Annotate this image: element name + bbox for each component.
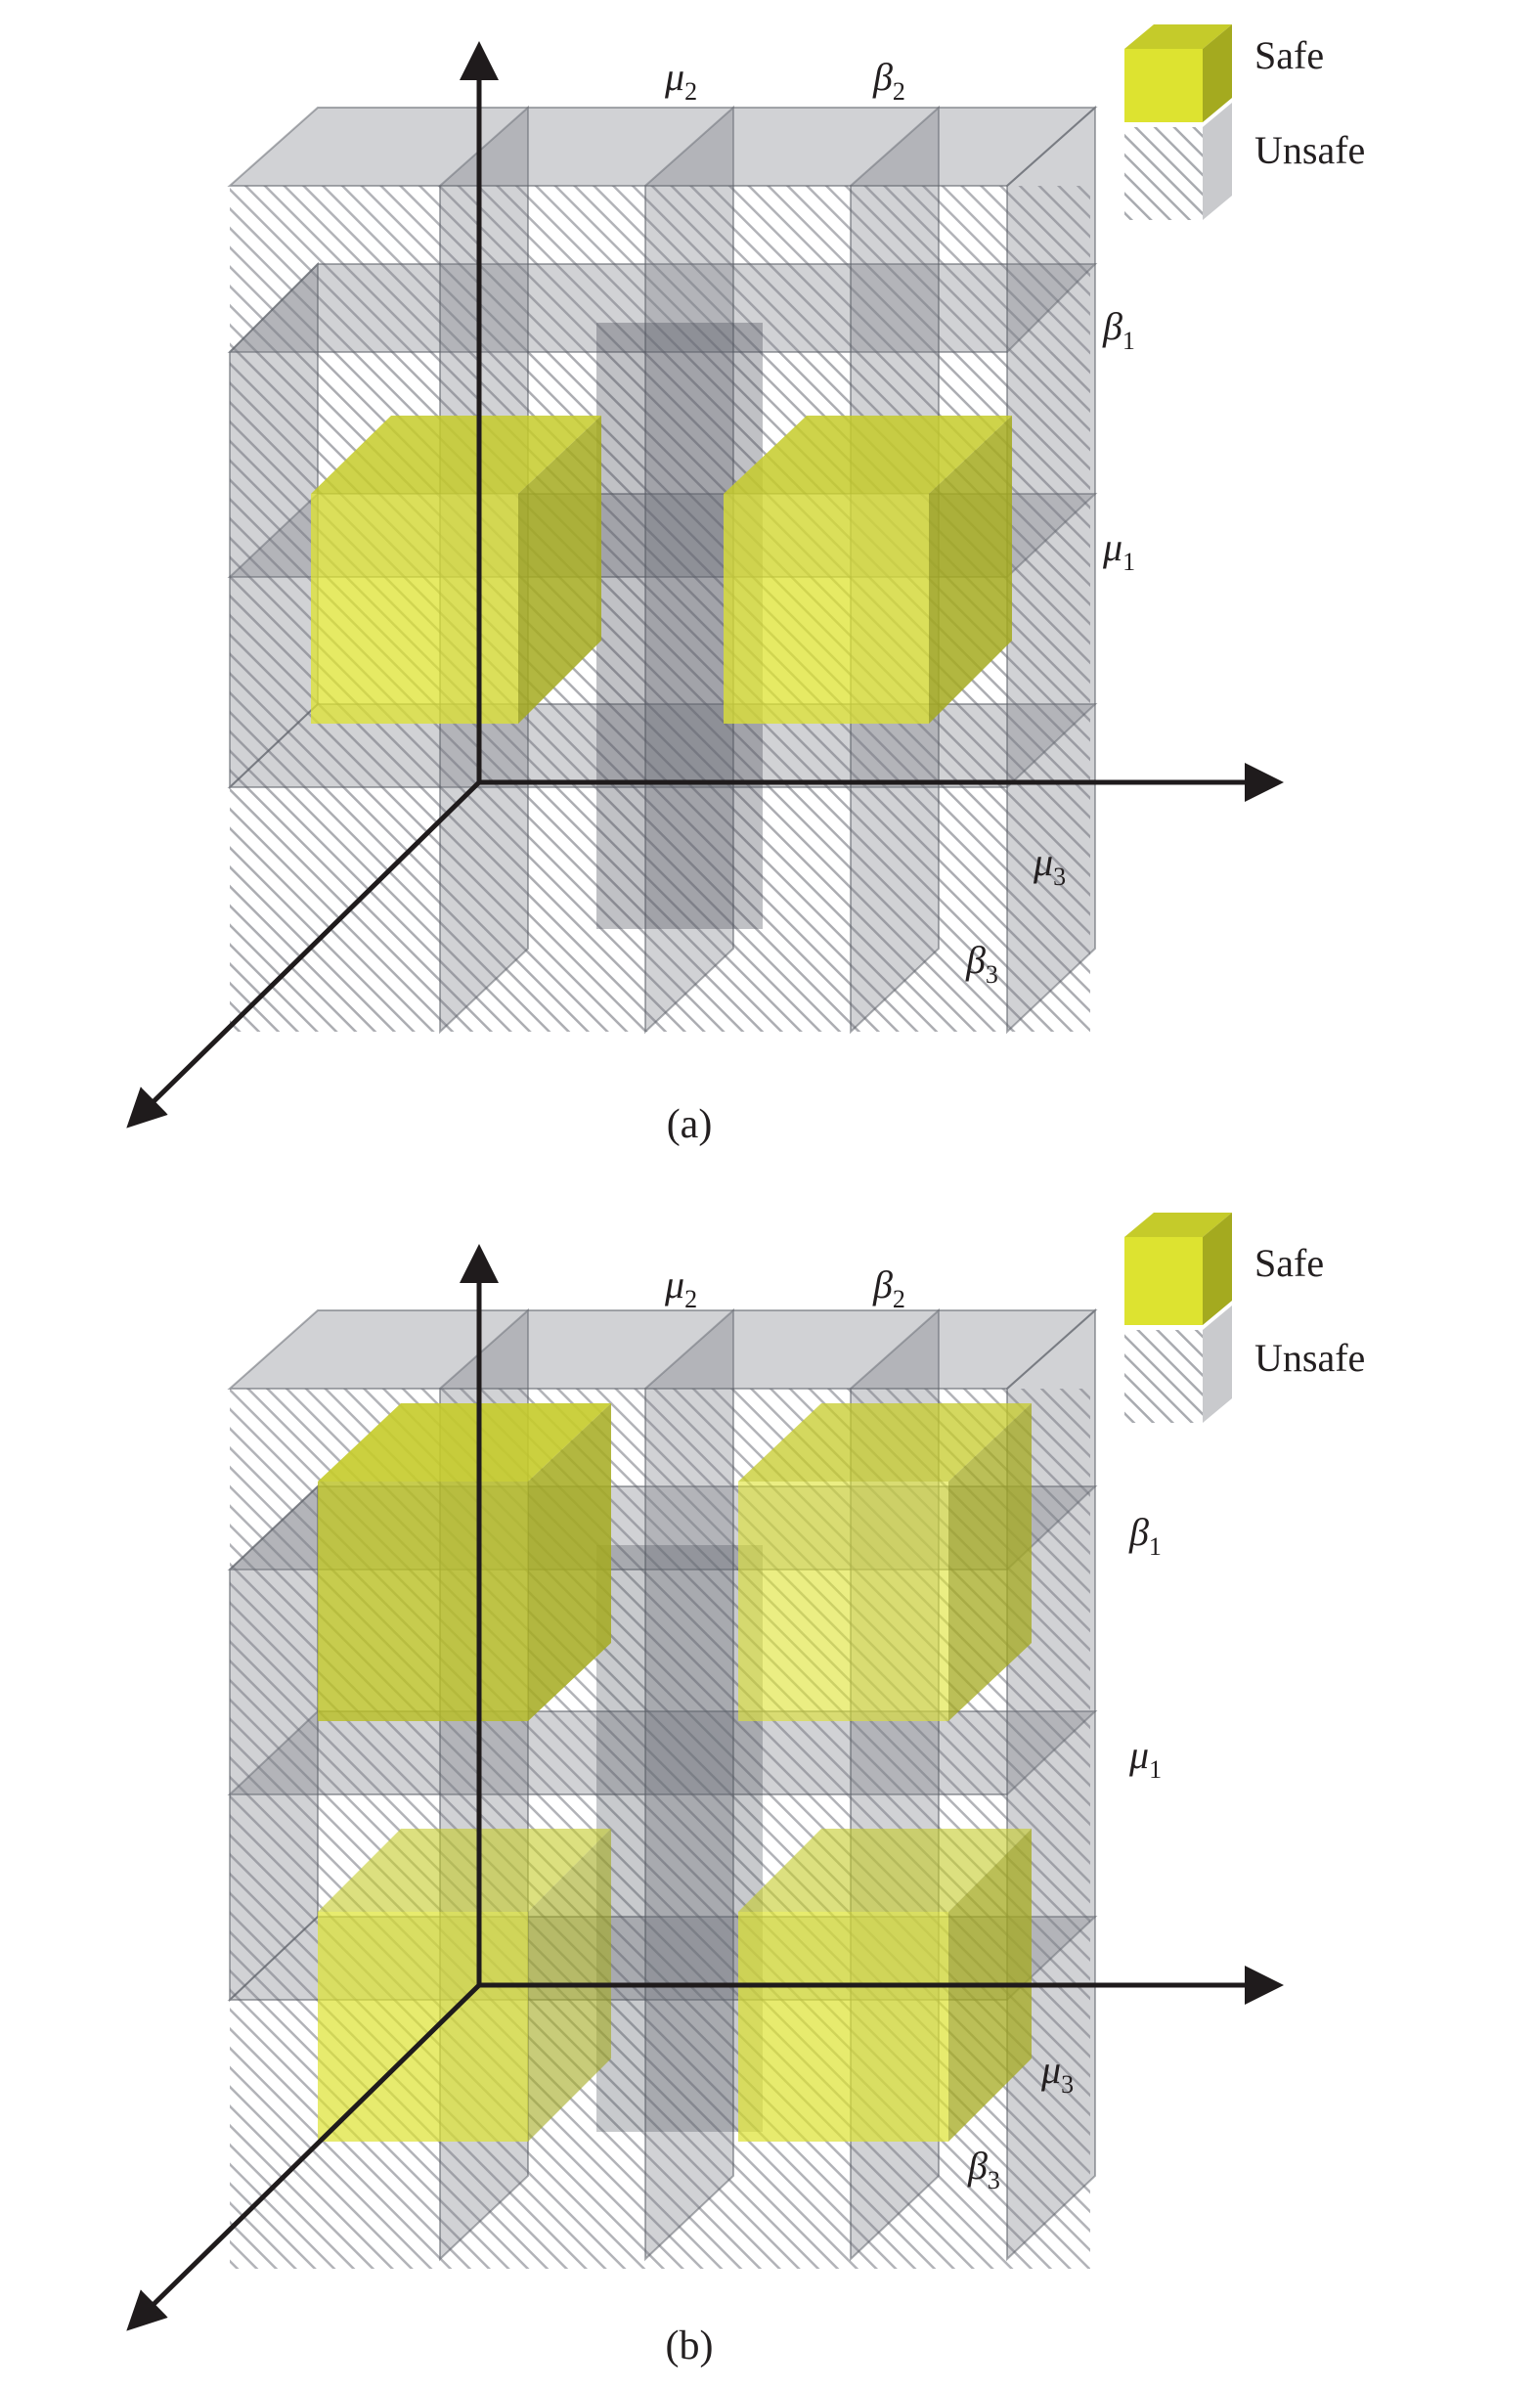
panel-b: μ2 β2 β1 μ1 μ3 β3 Safe Unsafe (b)	[126, 1213, 1365, 2368]
legend-safe-label: Safe	[1254, 1241, 1324, 1285]
label-mu1: μ1	[1102, 525, 1135, 576]
legend: Safe Unsafe	[1124, 24, 1365, 220]
label-beta2: β2	[872, 55, 905, 106]
label-beta1: β1	[1102, 304, 1135, 355]
legend-safe-label: Safe	[1254, 33, 1324, 77]
label-mu1: μ1	[1128, 1733, 1162, 1784]
caption-b: (b)	[666, 2324, 714, 2368]
safe-block-upper-right	[738, 1403, 1032, 1721]
legend-unsafe-label: Unsafe	[1254, 128, 1365, 172]
axes	[126, 41, 1284, 1129]
safe-block-lower-left	[318, 1829, 611, 2142]
legend-safe-swatch	[1124, 24, 1232, 122]
depth-axis	[126, 1983, 481, 2331]
depth-axis	[126, 780, 481, 1129]
legend-unsafe-swatch	[1124, 103, 1232, 220]
label-beta3: β3	[965, 938, 998, 989]
legend-unsafe-label: Unsafe	[1254, 1336, 1365, 1380]
dark-intersection	[596, 1545, 763, 2132]
label-mu2: μ2	[664, 1262, 697, 1313]
safe-block-lower-right	[738, 1829, 1032, 2142]
axes	[126, 1244, 1284, 2331]
label-beta3: β3	[967, 2144, 1000, 2194]
legend-safe-swatch	[1124, 1213, 1232, 1325]
label-mu2: μ2	[664, 55, 697, 106]
safe-blocks	[318, 1403, 1032, 2142]
plane-labels: μ2 β2 β1 μ1 μ3 β3	[664, 1262, 1162, 2194]
safe-block-right	[724, 416, 1012, 724]
label-beta2: β2	[872, 1262, 905, 1313]
legend: Safe Unsafe	[1124, 1213, 1365, 1423]
legend-unsafe-swatch	[1124, 1306, 1232, 1423]
panel-a: μ2 β2 β1 μ1 μ3 β3 Safe Unsafe (a)	[126, 24, 1365, 1147]
label-mu3: μ3	[1040, 2048, 1074, 2099]
label-mu3: μ3	[1033, 840, 1066, 891]
safe-blocks	[311, 416, 1012, 724]
label-beta1: β1	[1128, 1510, 1162, 1561]
caption-a: (a)	[667, 1102, 713, 1147]
plane-labels: μ2 β2 β1 μ1 μ3 β3	[664, 55, 1135, 989]
safe-block-left	[311, 416, 601, 724]
safe-block-upper-left	[318, 1403, 611, 1721]
